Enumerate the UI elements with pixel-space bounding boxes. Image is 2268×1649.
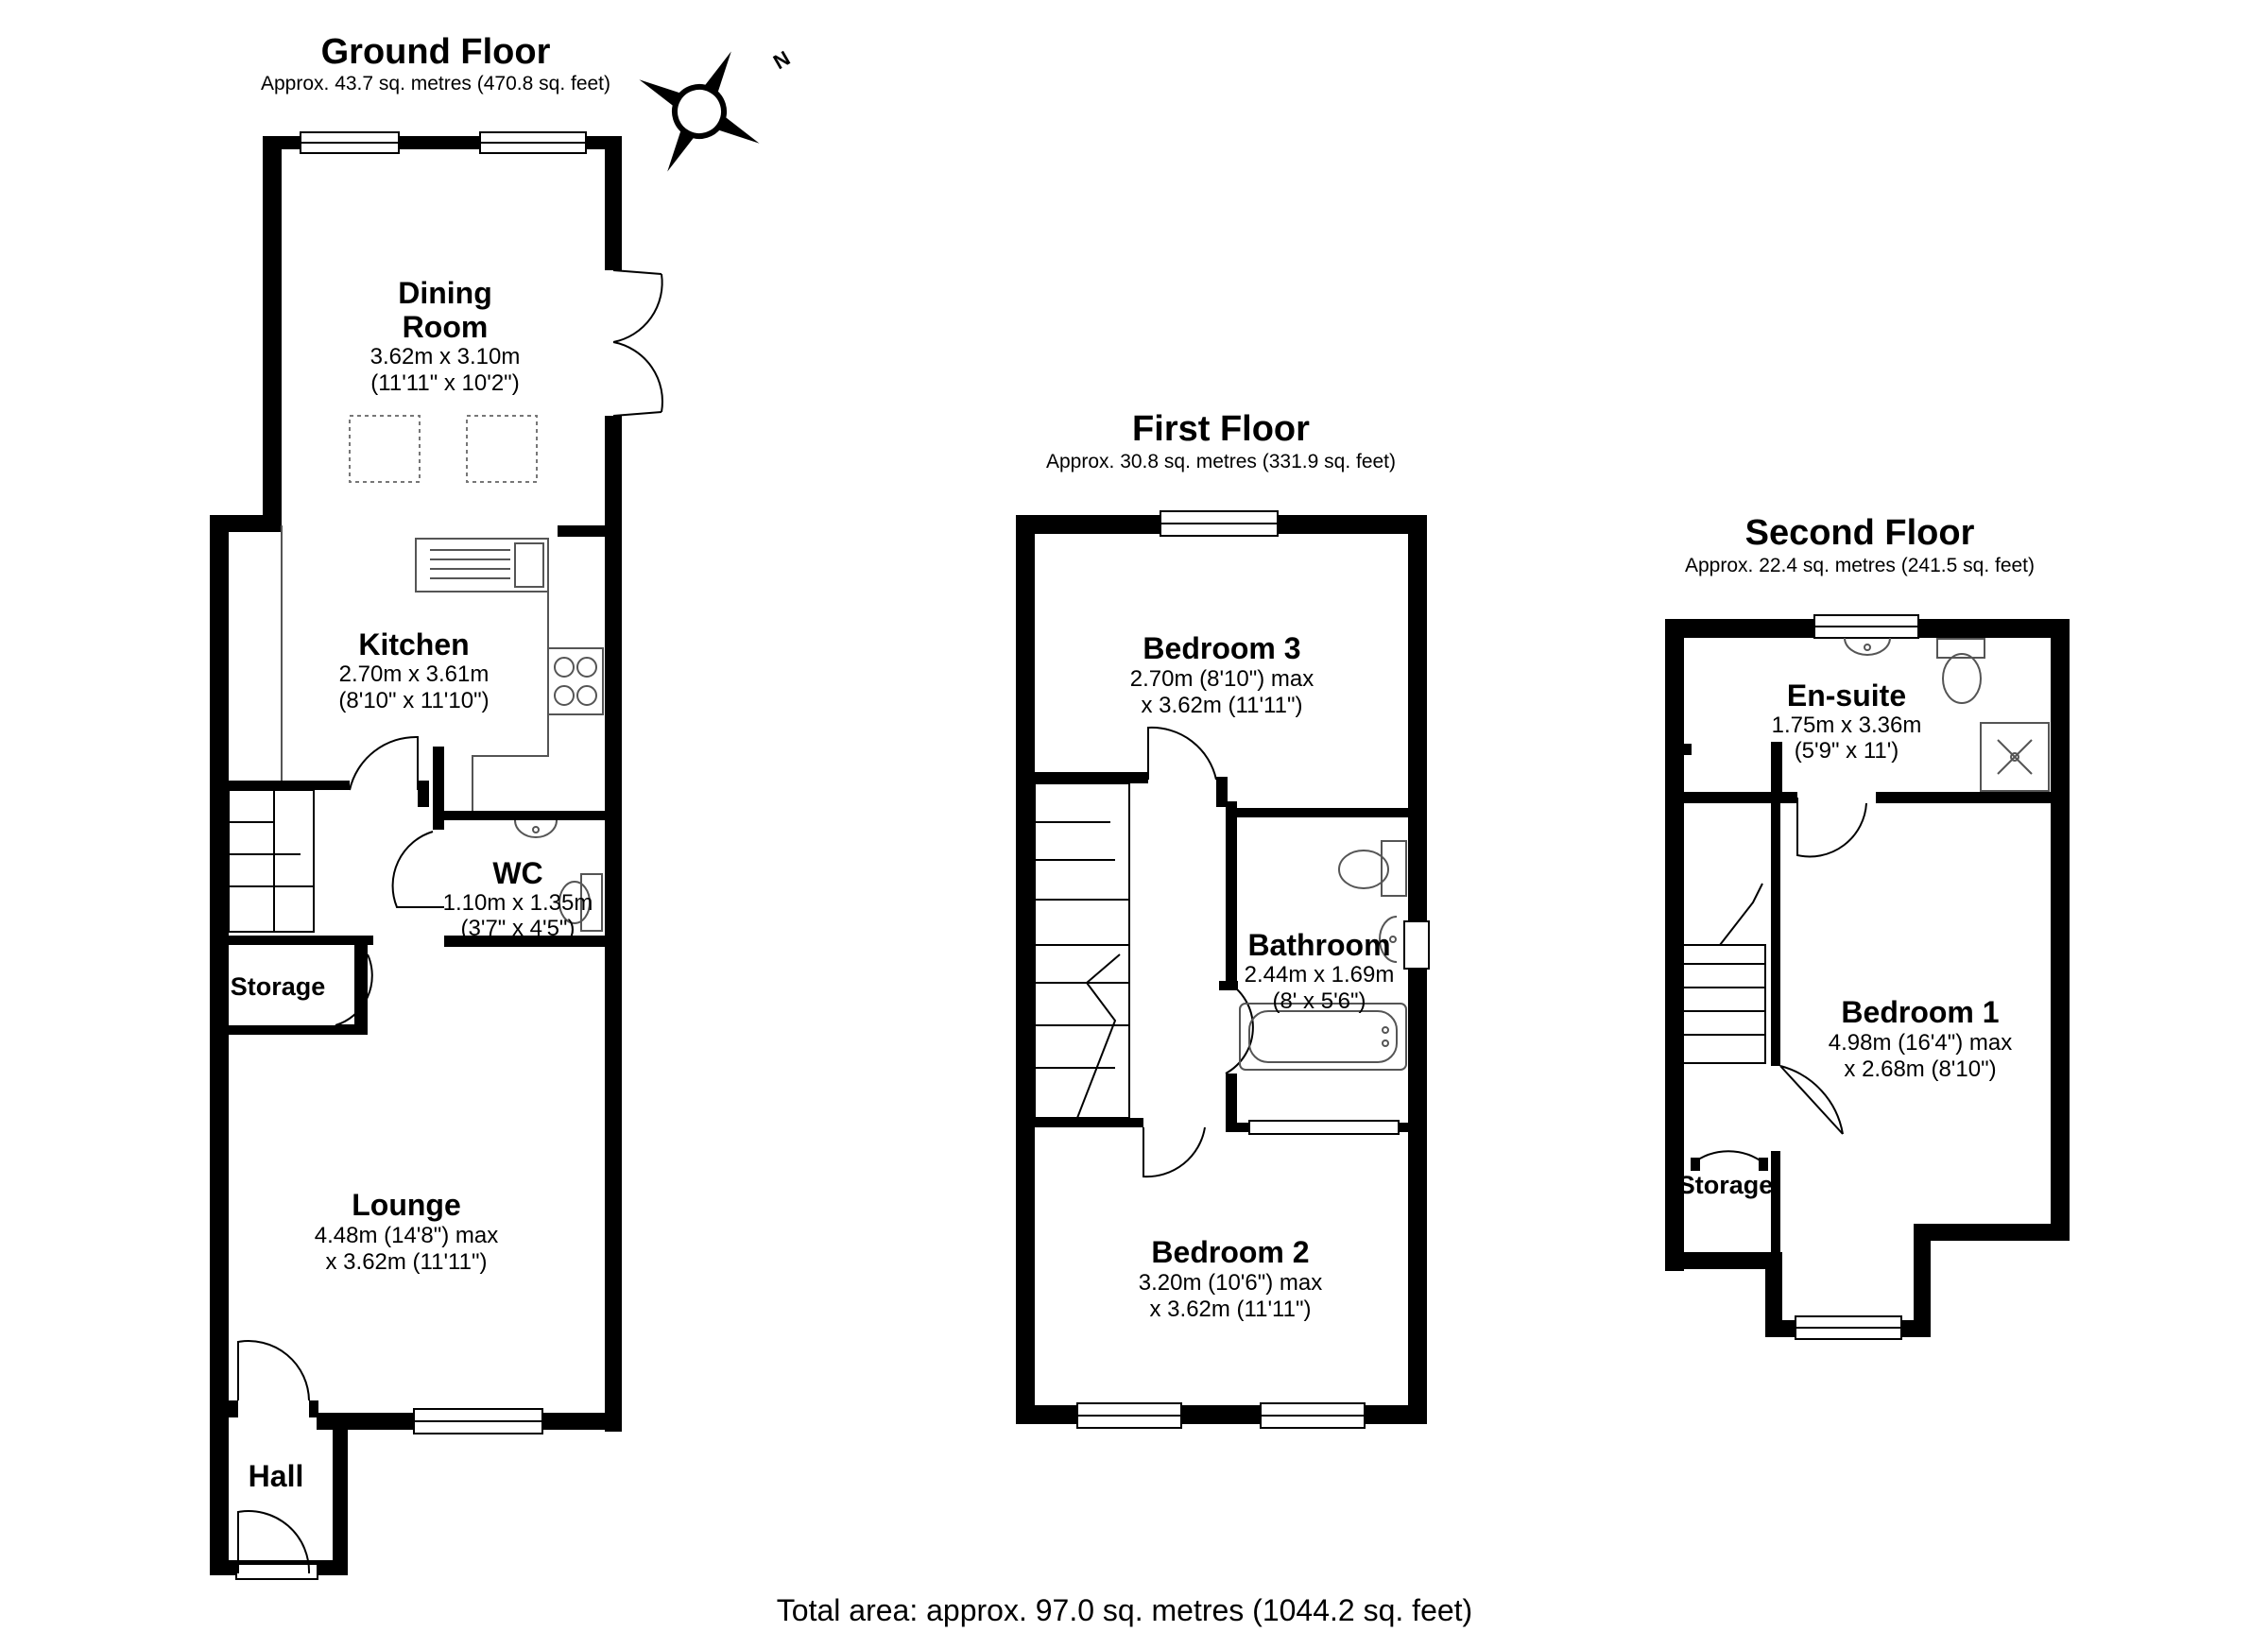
first-floor-doors — [1143, 726, 1400, 1178]
bedroom2-dim-2: x 3.62m (11'11") — [1150, 1297, 1312, 1322]
ground-floor-window-panes — [301, 142, 586, 1422]
second-floor-walls — [1665, 619, 2070, 1337]
bathroom-dim-1: 2.44m x 1.69m — [1245, 962, 1395, 988]
ground-floor-area: Approx. 43.7 sq. metres (470.8 sq. feet) — [261, 73, 610, 94]
ground-floor-title: Ground Floor — [321, 32, 551, 72]
kitchen-dim-1: 2.70m x 3.61m — [339, 661, 490, 687]
compass-north-label: N — [769, 46, 794, 75]
bedroom1-dim-2: x 2.68m (8'10") — [1844, 1056, 1996, 1082]
bedroom3-name: Bedroom 3 — [1143, 631, 1300, 665]
second-floor-area: Approx. 22.4 sq. metres (241.5 sq. feet) — [1685, 555, 2035, 576]
ground-floor-stairs — [228, 789, 315, 933]
second-floor-window-panes — [1796, 626, 1918, 1329]
bedroom1-name: Bedroom 1 — [1841, 995, 1999, 1029]
dining-room-dim-1: 3.62m x 3.10m — [370, 344, 521, 369]
hall-name: Hall — [249, 1459, 304, 1493]
dining-room-dim-2: (11'11" x 10'2") — [370, 370, 519, 396]
bathroom-fittings — [1239, 840, 1407, 1071]
total-area: Total area: approx. 97.0 sq. metres (104… — [777, 1593, 1472, 1627]
second-floor: Second Floor Approx. 22.4 sq. metres (24… — [1665, 513, 2070, 1340]
bedroom2-dim-1: 3.20m (10'6") max — [1139, 1270, 1323, 1296]
kitchen-name: Kitchen — [358, 627, 469, 661]
ensuite-dim-2: (5'9" x 11') — [1795, 738, 1899, 764]
second-floor-title: Second Floor — [1745, 513, 1975, 553]
first-floor: First Floor Approx. 30.8 sq. metres (331… — [1016, 409, 1430, 1429]
dining-room-name-1: Dining — [398, 276, 492, 310]
compass-icon — [639, 51, 760, 172]
dining-table-markers — [349, 415, 538, 483]
ground-storage-name: Storage — [231, 972, 326, 1001]
bathroom-name: Bathroom — [1247, 928, 1390, 962]
ensuite-name: En-suite — [1787, 678, 1906, 713]
kitchen-dim-2: (8'10" x 11'10") — [338, 688, 489, 713]
first-floor-area: Approx. 30.8 sq. metres (331.9 sq. feet) — [1046, 451, 1396, 472]
bedroom3-dim-2: x 3.62m (11'11") — [1142, 693, 1303, 718]
second-floor-doors — [1691, 798, 1867, 1171]
ground-floor-doors — [237, 735, 444, 1574]
first-floor-stairs — [1034, 782, 1130, 1119]
lounge-name: Lounge — [352, 1188, 461, 1222]
second-floor-stairs — [1684, 883, 1766, 1064]
ground-floor-labels: Ground Floor Approx. 43.7 sq. metres (47… — [231, 32, 610, 1493]
wc-dim-2: (3'7" x 4'5") — [461, 916, 576, 941]
second-floor-labels: Second Floor Approx. 22.4 sq. metres (24… — [1678, 513, 2035, 1199]
wc-name: WC — [492, 856, 542, 890]
second-storage-name: Storage — [1678, 1171, 1774, 1199]
kitchen-fittings — [281, 525, 604, 811]
ensuite-dim-1: 1.75m x 3.36m — [1772, 713, 1922, 738]
bedroom1-dim-1: 4.98m (16'4") max — [1829, 1030, 2013, 1056]
ground-floor: Ground Floor Approx. 43.7 sq. metres (47… — [210, 32, 663, 1580]
wc-fittings — [514, 819, 603, 932]
lounge-dim-2: x 3.62m (11'11") — [326, 1249, 488, 1275]
bedroom2-name: Bedroom 2 — [1151, 1235, 1309, 1269]
first-floor-window-panes — [1077, 523, 1365, 1417]
dining-room-name-2: Room — [403, 310, 489, 344]
bedroom3-dim-1: 2.70m (8'10") max — [1130, 666, 1314, 692]
ensuite-fittings — [1844, 637, 2050, 792]
wc-dim-1: 1.10m x 1.35m — [443, 890, 593, 916]
bathroom-dim-2: (8' x 5'6") — [1272, 988, 1366, 1014]
patio-doors — [612, 269, 663, 417]
first-floor-title: First Floor — [1132, 409, 1310, 449]
first-floor-labels: First Floor Approx. 30.8 sq. metres (331… — [1046, 409, 1396, 1322]
lounge-dim-1: 4.48m (14'8") max — [315, 1223, 499, 1248]
